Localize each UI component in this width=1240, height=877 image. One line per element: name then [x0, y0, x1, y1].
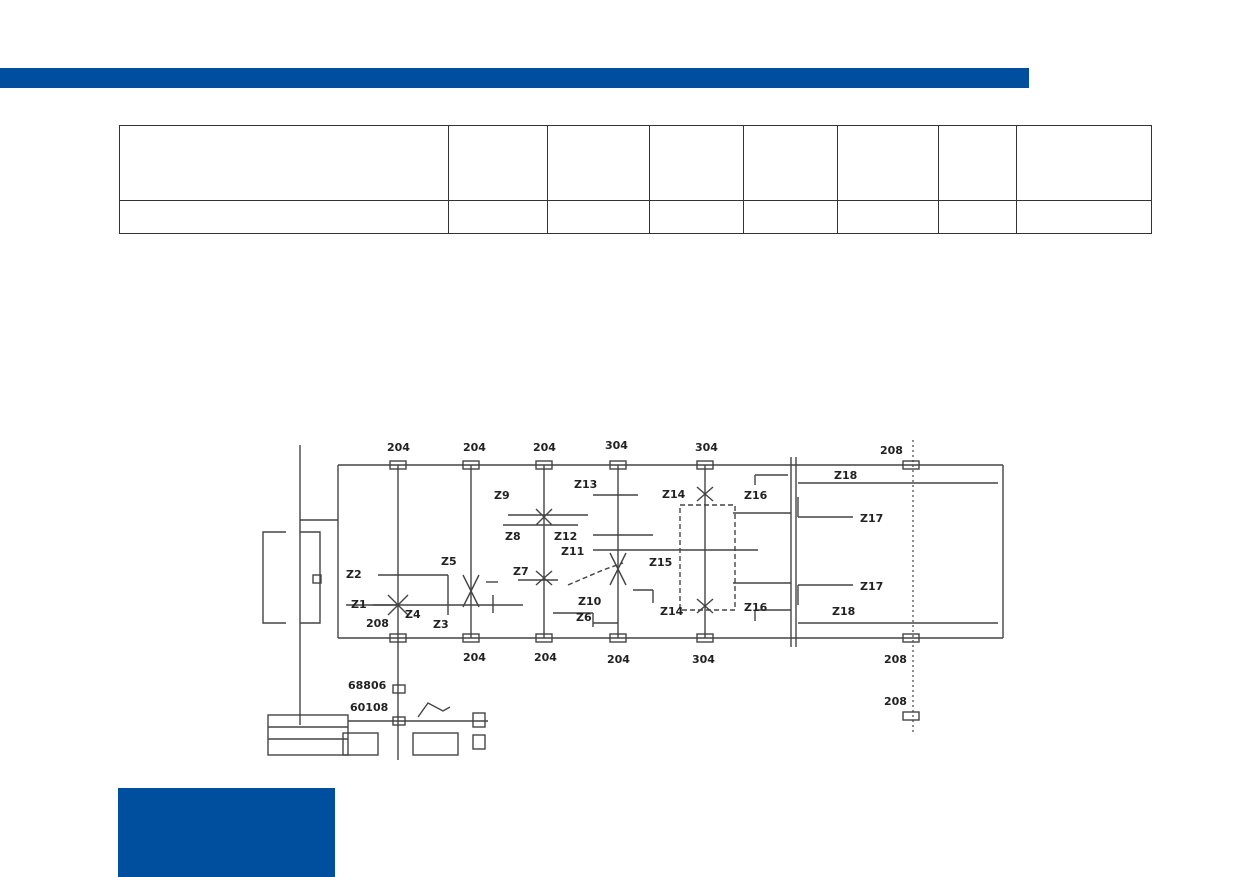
table-row [119, 200, 1152, 234]
gearbox-diagram-svg: 204 204 204 304 304 208 204 204 204 304 … [262, 439, 1004, 760]
table-cell [1016, 200, 1152, 234]
gear-label: Z14 [660, 605, 684, 618]
bearing-label: 208 [884, 695, 907, 708]
gear-label: Z17 [860, 580, 883, 593]
table-cell [837, 200, 939, 234]
gear-label: Z7 [513, 565, 529, 578]
gear-label: Z18 [832, 605, 855, 618]
gear-label: Z6 [576, 611, 592, 624]
gear-label: Z16 [744, 601, 768, 614]
table-cell [743, 200, 838, 234]
header-accent-bar [0, 68, 1029, 88]
table-cell [649, 125, 744, 201]
spec-table [119, 125, 1152, 234]
bearing-label: 60108 [350, 701, 388, 714]
gear-meshes [387, 486, 714, 616]
gear-label: Z11 [561, 545, 584, 558]
gear-label: Z9 [494, 489, 510, 502]
table-cell [448, 200, 548, 234]
table-cell [837, 125, 939, 201]
bearing-label: 208 [880, 444, 903, 457]
gear-label: Z5 [441, 555, 457, 568]
gear-label: Z18 [834, 469, 857, 482]
table-cell [938, 200, 1017, 234]
table-cell [547, 125, 650, 201]
gear-label: Z15 [649, 556, 672, 569]
table-header-row [119, 125, 1152, 201]
bearing-label: 208 [366, 617, 389, 630]
bearing-label: 304 [692, 653, 715, 666]
gear-label: Z4 [405, 608, 421, 621]
bearing-label: 208 [884, 653, 907, 666]
gear-label: Z3 [433, 618, 449, 631]
shafts [346, 465, 998, 760]
bearing-label: 204 [387, 441, 410, 454]
gear-label: Z1 [351, 598, 367, 611]
bearings [389, 460, 920, 726]
input-coupling [262, 519, 338, 624]
gear-label: Z10 [578, 595, 602, 608]
bearing-label: 204 [463, 651, 486, 664]
table-cell [119, 200, 449, 234]
table-cell [938, 125, 1017, 201]
pto-assembly [267, 702, 488, 756]
bearing-label: 204 [463, 441, 486, 454]
bearing-label: 304 [605, 439, 628, 452]
gear-label: Z14 [662, 488, 686, 501]
bearing-label: 204 [607, 653, 630, 666]
gear-label: Z2 [346, 568, 362, 581]
table-cell [743, 125, 838, 201]
gear-label: Z16 [744, 489, 768, 502]
table-cell [547, 200, 650, 234]
gear-label: Z12 [554, 530, 577, 543]
gearbox-kinematic-diagram: 204 204 204 304 304 208 204 204 204 304 … [258, 435, 1010, 765]
table-cell [119, 125, 449, 201]
gear-label: Z13 [574, 478, 597, 491]
table-cell [448, 125, 548, 201]
bearing-label: 68806 [348, 679, 387, 692]
gear-label: Z8 [505, 530, 521, 543]
bearing-label: 204 [533, 441, 556, 454]
bearing-label: 304 [695, 441, 718, 454]
gear-label: Z17 [860, 512, 883, 525]
housing-frame [299, 440, 1004, 735]
footer-accent-block [118, 788, 335, 877]
table-cell [1016, 125, 1152, 201]
table-cell [649, 200, 744, 234]
bearing-label: 204 [534, 651, 557, 664]
